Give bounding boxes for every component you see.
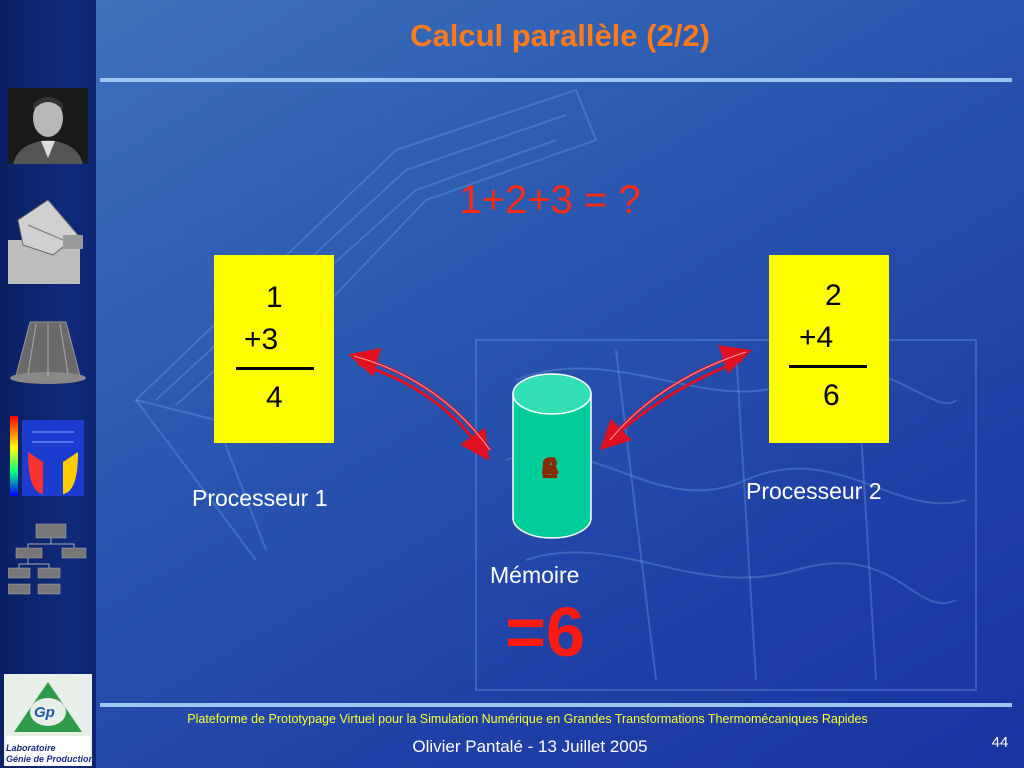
presenter-photo [8,88,88,164]
processor-1-operand-1: 1 [266,281,283,314]
sum-question: 1+2+3 = ? [459,178,641,222]
arrow-processor-2-to-memory [599,358,743,451]
processor-2-sum-bar [789,365,867,368]
processor-1-operand-2: +3 [244,323,279,356]
laboratory-logo-text-1: Laboratoire [6,743,56,753]
processor-1-box: 1 +3 4 [214,255,334,443]
final-result: =6 [505,593,585,671]
processor-1-sum-bar [236,367,314,370]
laboratory-logo [4,674,92,766]
processor-2-label: Processeur 2 [746,478,882,504]
exchange-arrows [348,345,752,460]
processor-2-operand-1: 2 [825,279,842,312]
slide-title: Calcul parallèle (2/2) [410,18,710,53]
footer-project-title: Plateforme de Prototypage Virtuel pour l… [187,712,868,726]
processor-2-box: 2 +4 6 [769,255,889,443]
memory-label: Mémoire [490,562,580,588]
memory-value-3: 6 [541,452,559,485]
memory-cylinder [512,373,592,539]
memory-value-2: 4 [541,452,559,485]
footer-author-date: Olivier Pantalé - 13 Juillet 2005 [412,737,648,756]
laboratory-logo-initials: Gp [34,704,55,721]
title-divider [100,78,1012,82]
processor-2-result: 6 [823,379,840,412]
sidebar: Gp Laboratoire Génie de Production [0,0,96,768]
memory-values: 2 4 6 [520,452,580,492]
processor-1-result: 4 [266,381,283,414]
processor-1-label: Processeur 1 [192,485,328,511]
mesh-thumbnail-1 [8,200,83,284]
footer-divider [100,703,1012,707]
laboratory-logo-text-2: Génie de Production [6,754,95,764]
processor-2-operand-2: +4 [799,321,834,354]
simulation-thumbnail [10,416,84,496]
arrow-processor-1-to-memory [357,362,490,460]
page-number: 44 [991,734,1009,751]
memory-value-1: 2 [541,452,559,485]
mesh-thumbnail-2 [10,321,86,384]
flowchart-thumbnail [8,523,87,595]
